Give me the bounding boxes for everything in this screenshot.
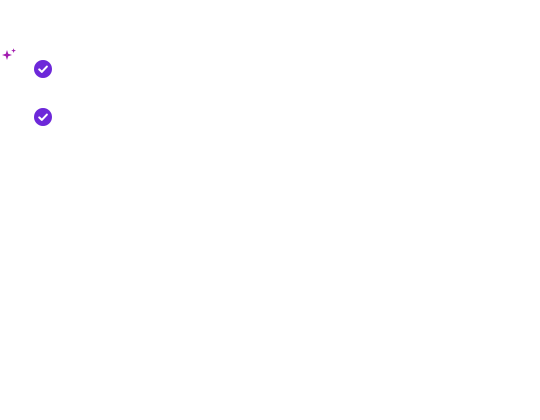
checklist xyxy=(34,60,62,156)
checklist-item xyxy=(34,108,62,126)
sparkles-icon xyxy=(2,48,16,60)
check-circle-icon xyxy=(34,60,52,78)
check-circle-icon xyxy=(34,108,52,126)
checklist-item xyxy=(34,60,62,78)
